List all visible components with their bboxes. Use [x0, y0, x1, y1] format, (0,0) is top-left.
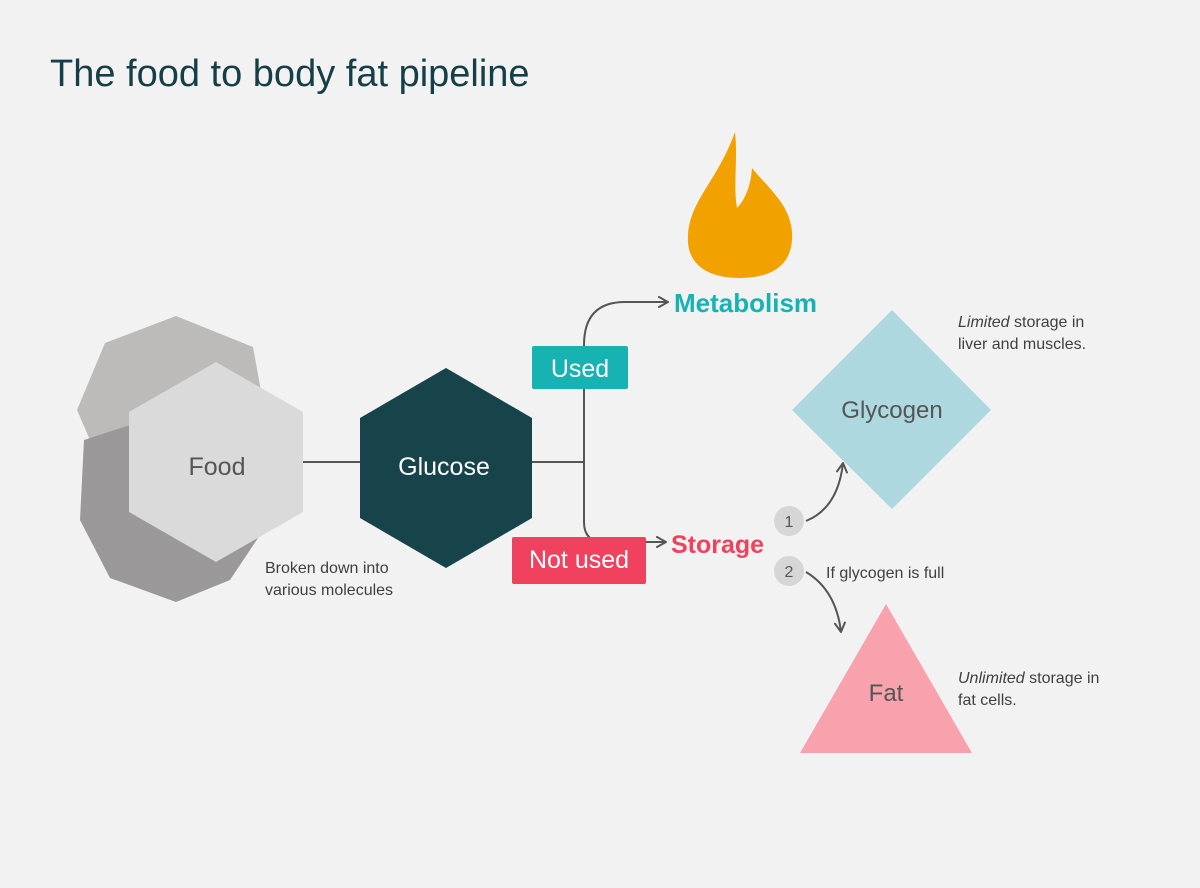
glycogen-note: Limited storage in liver and muscles. [958, 312, 1086, 356]
not-used-badge-bg [512, 537, 646, 584]
glucose-node: Glucose [360, 368, 532, 568]
not-used-label: Not used [529, 546, 629, 574]
step-badge-2-label: 2 [785, 564, 794, 581]
storage-label: Storage [671, 531, 764, 559]
glycogen-note-line1: Limited storage in [958, 312, 1086, 334]
fat-note-rest: storage in [1024, 670, 1100, 687]
food-label: Food [189, 453, 246, 481]
glycogen-diamond [792, 310, 991, 509]
step-badge-2: 2 [774, 556, 804, 586]
fat-note: Unlimited storage in fat cells. [958, 668, 1099, 712]
arrow-to-glycogen [805, 462, 848, 522]
food-note-line1: Broken down into [265, 560, 389, 577]
metabolism-label: Metabolism [674, 288, 817, 318]
used-label: Used [551, 355, 609, 383]
fat-label: Fat [869, 680, 904, 707]
step-badge-2-circle [774, 556, 804, 586]
food-note-line2: various molecules [265, 582, 393, 599]
glycogen-node: Glycogen [792, 310, 991, 509]
step-badge-1-label: 1 [785, 514, 794, 531]
glucose-label: Glucose [398, 453, 490, 481]
not-used-badge: Not used [512, 537, 646, 584]
if-glycogen-full-note: If glycogen is full [826, 565, 944, 582]
arrow-to-metabolism [583, 296, 669, 395]
fat-triangle [800, 604, 972, 753]
glycogen-note-line2: liver and muscles. [958, 336, 1087, 353]
glucose-hexagon [360, 368, 532, 568]
food-node: Food [77, 316, 303, 602]
fat-node: Fat [800, 604, 972, 753]
food-hexagon [129, 362, 303, 562]
page-title: The food to body fat pipeline [50, 53, 530, 95]
fat-note-line1: Unlimited storage in [958, 668, 1099, 690]
step-badge-1-circle [774, 506, 804, 536]
arrow-to-fat [805, 571, 846, 633]
glycogen-label: Glycogen [841, 397, 942, 424]
glycogen-note-emphasis: Limited [958, 314, 1010, 331]
glycogen-note-rest: storage in [1009, 314, 1085, 331]
step-badge-1: 1 [774, 506, 804, 536]
used-badge-bg [532, 346, 628, 389]
connector-split-vertical-lower [583, 462, 612, 543]
flame-icon [687, 132, 793, 278]
fat-note-emphasis: Unlimited [958, 670, 1025, 687]
used-badge: Used [532, 346, 628, 389]
fat-note-line2: fat cells. [958, 692, 1017, 709]
